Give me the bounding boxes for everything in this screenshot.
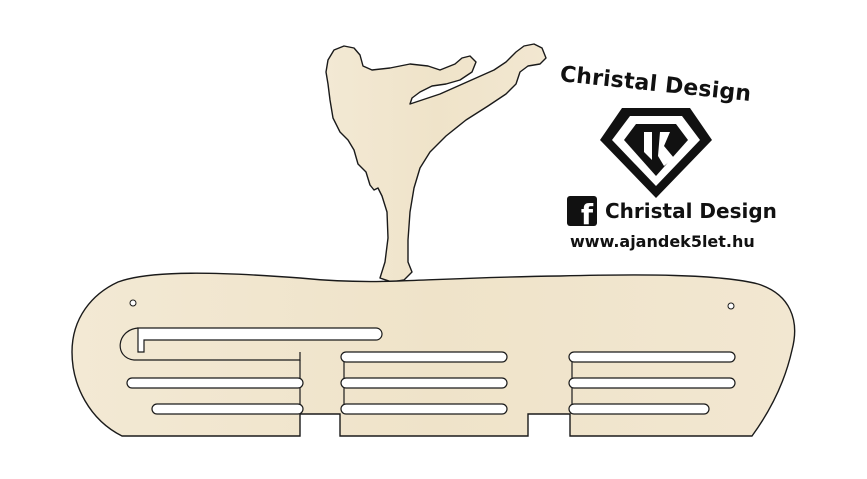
medal-slot (568, 377, 736, 389)
website-link[interactable]: www.ajandek5let.hu (570, 232, 755, 251)
medal-slot (137, 327, 383, 353)
hanging-hole-right (727, 302, 735, 310)
medal-slot (126, 377, 304, 389)
medal-slot (568, 351, 736, 363)
medal-slot (568, 403, 710, 415)
slot-hook (119, 327, 301, 361)
diamond-logo-icon (600, 108, 712, 198)
medal-slot (340, 351, 508, 363)
facebook-icon: f (567, 196, 597, 229)
facebook-link[interactable]: f Christal Design (567, 196, 777, 229)
medal-slot (340, 403, 508, 415)
medal-slot (340, 377, 508, 389)
medal-slot (151, 403, 304, 415)
facebook-label: Christal Design (605, 199, 777, 223)
karate-kicker-silhouette (325, 43, 547, 283)
hanging-hole-left (129, 299, 137, 307)
